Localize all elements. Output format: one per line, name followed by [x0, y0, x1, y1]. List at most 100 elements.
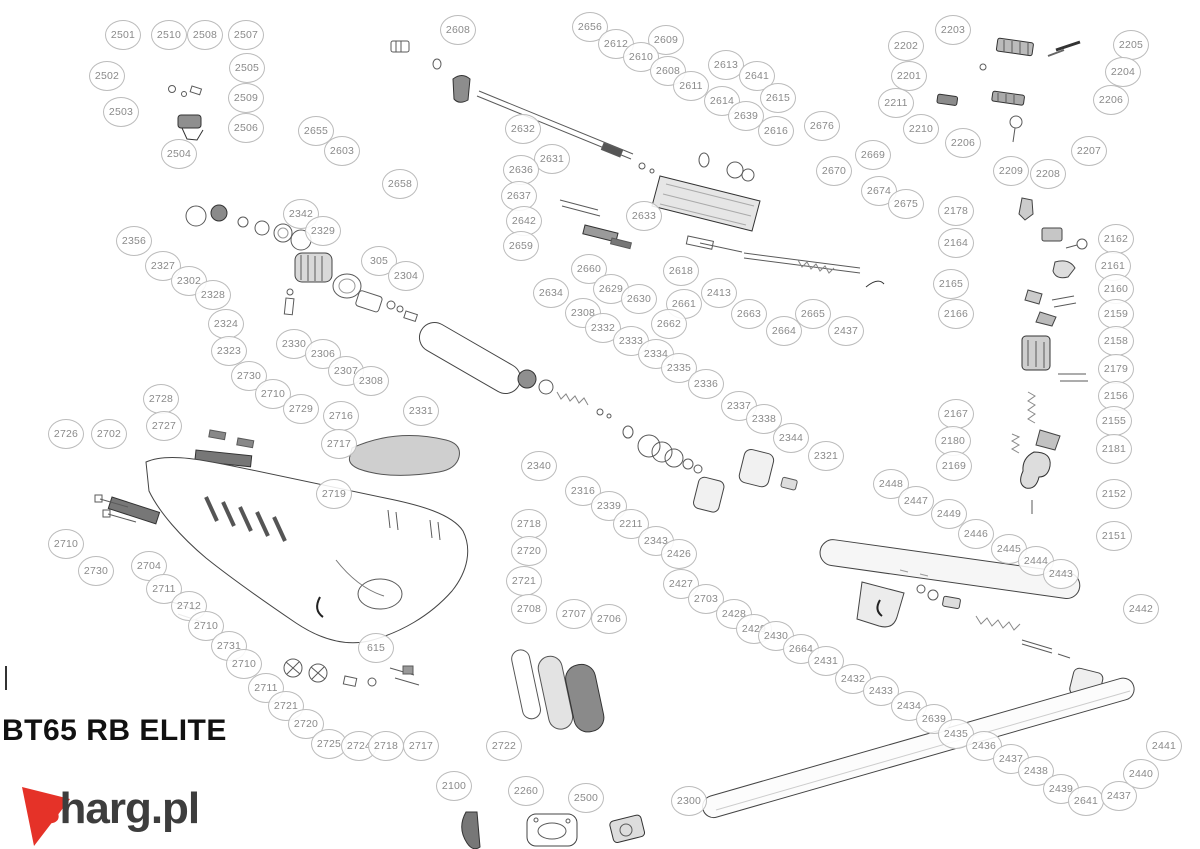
part-callout-2676: 2676	[804, 111, 840, 141]
part-callout-2710: 2710	[48, 529, 84, 559]
part-callout-2718: 2718	[511, 509, 547, 539]
brand-first-letter: s	[36, 784, 61, 833]
part-callout-2151: 2151	[1096, 521, 1132, 551]
part-callout-2443: 2443	[1043, 559, 1079, 589]
part-callout-2178: 2178	[938, 196, 974, 226]
part-callout-2634: 2634	[533, 278, 569, 308]
part-callout-2323: 2323	[211, 336, 247, 366]
part-callout-2204: 2204	[1105, 57, 1141, 87]
part-callout-2169: 2169	[936, 451, 972, 481]
part-callout-2706: 2706	[591, 604, 627, 634]
part-callout-2505: 2505	[229, 53, 265, 83]
part-callout-2721: 2721	[506, 566, 542, 596]
part-callout-2633: 2633	[626, 201, 662, 231]
part-callout-2504: 2504	[161, 139, 197, 169]
part-callout-2206: 2206	[1093, 85, 1129, 115]
part-callout-2716: 2716	[323, 401, 359, 431]
part-callout-2344: 2344	[773, 423, 809, 453]
part-callout-2608: 2608	[440, 15, 476, 45]
part-callout-2442: 2442	[1123, 594, 1159, 624]
part-callout-2508: 2508	[187, 20, 223, 50]
part-callout-2202: 2202	[888, 31, 924, 61]
part-callout-2356: 2356	[116, 226, 152, 256]
part-callout-2718: 2718	[368, 731, 404, 761]
part-callout-2211: 2211	[878, 88, 914, 118]
part-callout-2413: 2413	[701, 278, 737, 308]
part-callout-2726: 2726	[48, 419, 84, 449]
part-callout-2205: 2205	[1113, 30, 1149, 60]
part-callout-2445: 2445	[991, 534, 1027, 564]
part-callout-2641: 2641	[1068, 786, 1104, 816]
part-callout-2728: 2728	[143, 384, 179, 414]
part-callout-2165: 2165	[933, 269, 969, 299]
part-callout-2181: 2181	[1096, 434, 1132, 464]
part-callout-2201: 2201	[891, 61, 927, 91]
part-callout-2632: 2632	[505, 114, 541, 144]
part-callout-2616: 2616	[758, 116, 794, 146]
part-callout-2100: 2100	[436, 771, 472, 801]
part-callout-2155: 2155	[1096, 406, 1132, 436]
part-callout-2719: 2719	[316, 479, 352, 509]
part-callout-2702: 2702	[91, 419, 127, 449]
part-callout-2308: 2308	[353, 366, 389, 396]
part-callout-2437: 2437	[828, 316, 864, 346]
part-callout-2331: 2331	[403, 396, 439, 426]
part-callout-2603: 2603	[324, 136, 360, 166]
part-callout-2179: 2179	[1098, 354, 1134, 384]
part-callout-2722: 2722	[486, 731, 522, 761]
part-callout-2441: 2441	[1146, 731, 1182, 761]
part-callout-2447: 2447	[898, 486, 934, 516]
part-callout-2708: 2708	[511, 594, 547, 624]
brand-logo: sharg.pl	[22, 778, 200, 846]
part-callout-2338: 2338	[746, 404, 782, 434]
part-callout-2428: 2428	[716, 599, 752, 629]
part-callout-2449: 2449	[931, 499, 967, 529]
part-callout-2446: 2446	[958, 519, 994, 549]
part-callout-2510: 2510	[151, 20, 187, 50]
part-callout-2500: 2500	[568, 783, 604, 813]
part-callout-2665: 2665	[795, 299, 831, 329]
part-callout-2438: 2438	[1018, 756, 1054, 786]
part-callout-2631: 2631	[534, 144, 570, 174]
part-callout-2434: 2434	[891, 691, 927, 721]
part-callout-2663: 2663	[731, 299, 767, 329]
part-callout-2503: 2503	[103, 97, 139, 127]
part-callout-2727: 2727	[146, 411, 182, 441]
part-callout-2658: 2658	[382, 169, 418, 199]
part-callout-2675: 2675	[888, 189, 924, 219]
part-callout-2729: 2729	[283, 394, 319, 424]
part-callout-2507: 2507	[228, 20, 264, 50]
part-callout-2717: 2717	[403, 731, 439, 761]
part-callout-2207: 2207	[1071, 136, 1107, 166]
part-callout-2630: 2630	[621, 284, 657, 314]
part-callout-2660: 2660	[571, 254, 607, 284]
part-callout-2300: 2300	[671, 786, 707, 816]
part-callout-2302: 2302	[171, 266, 207, 296]
part-callout-2669: 2669	[855, 140, 891, 170]
part-callout-2710: 2710	[226, 649, 262, 679]
part-callout-2321: 2321	[808, 441, 844, 471]
part-callout-2427: 2427	[663, 569, 699, 599]
part-callout-2655: 2655	[298, 116, 334, 146]
part-callout-2426: 2426	[661, 539, 697, 569]
part-callout-2206: 2206	[945, 128, 981, 158]
part-callout-2664: 2664	[766, 316, 802, 346]
part-callout-2211: 2211	[613, 509, 649, 539]
part-callout-2167: 2167	[938, 399, 974, 429]
part-callout-2209: 2209	[993, 156, 1029, 186]
part-callout-2615: 2615	[760, 83, 796, 113]
part-callout-2308: 2308	[565, 298, 601, 328]
part-callout-2707: 2707	[556, 599, 592, 629]
part-callout-2339: 2339	[591, 491, 627, 521]
part-callout-2618: 2618	[663, 256, 699, 286]
part-callout-2164: 2164	[938, 228, 974, 258]
part-callout-2720: 2720	[511, 536, 547, 566]
part-callout-2611: 2611	[673, 71, 709, 101]
part-callout-2662: 2662	[651, 309, 687, 339]
part-callout-2260: 2260	[508, 776, 544, 806]
part-callout-2328: 2328	[195, 280, 231, 310]
part-callout-2509: 2509	[228, 83, 264, 113]
part-callout-2501: 2501	[105, 20, 141, 50]
